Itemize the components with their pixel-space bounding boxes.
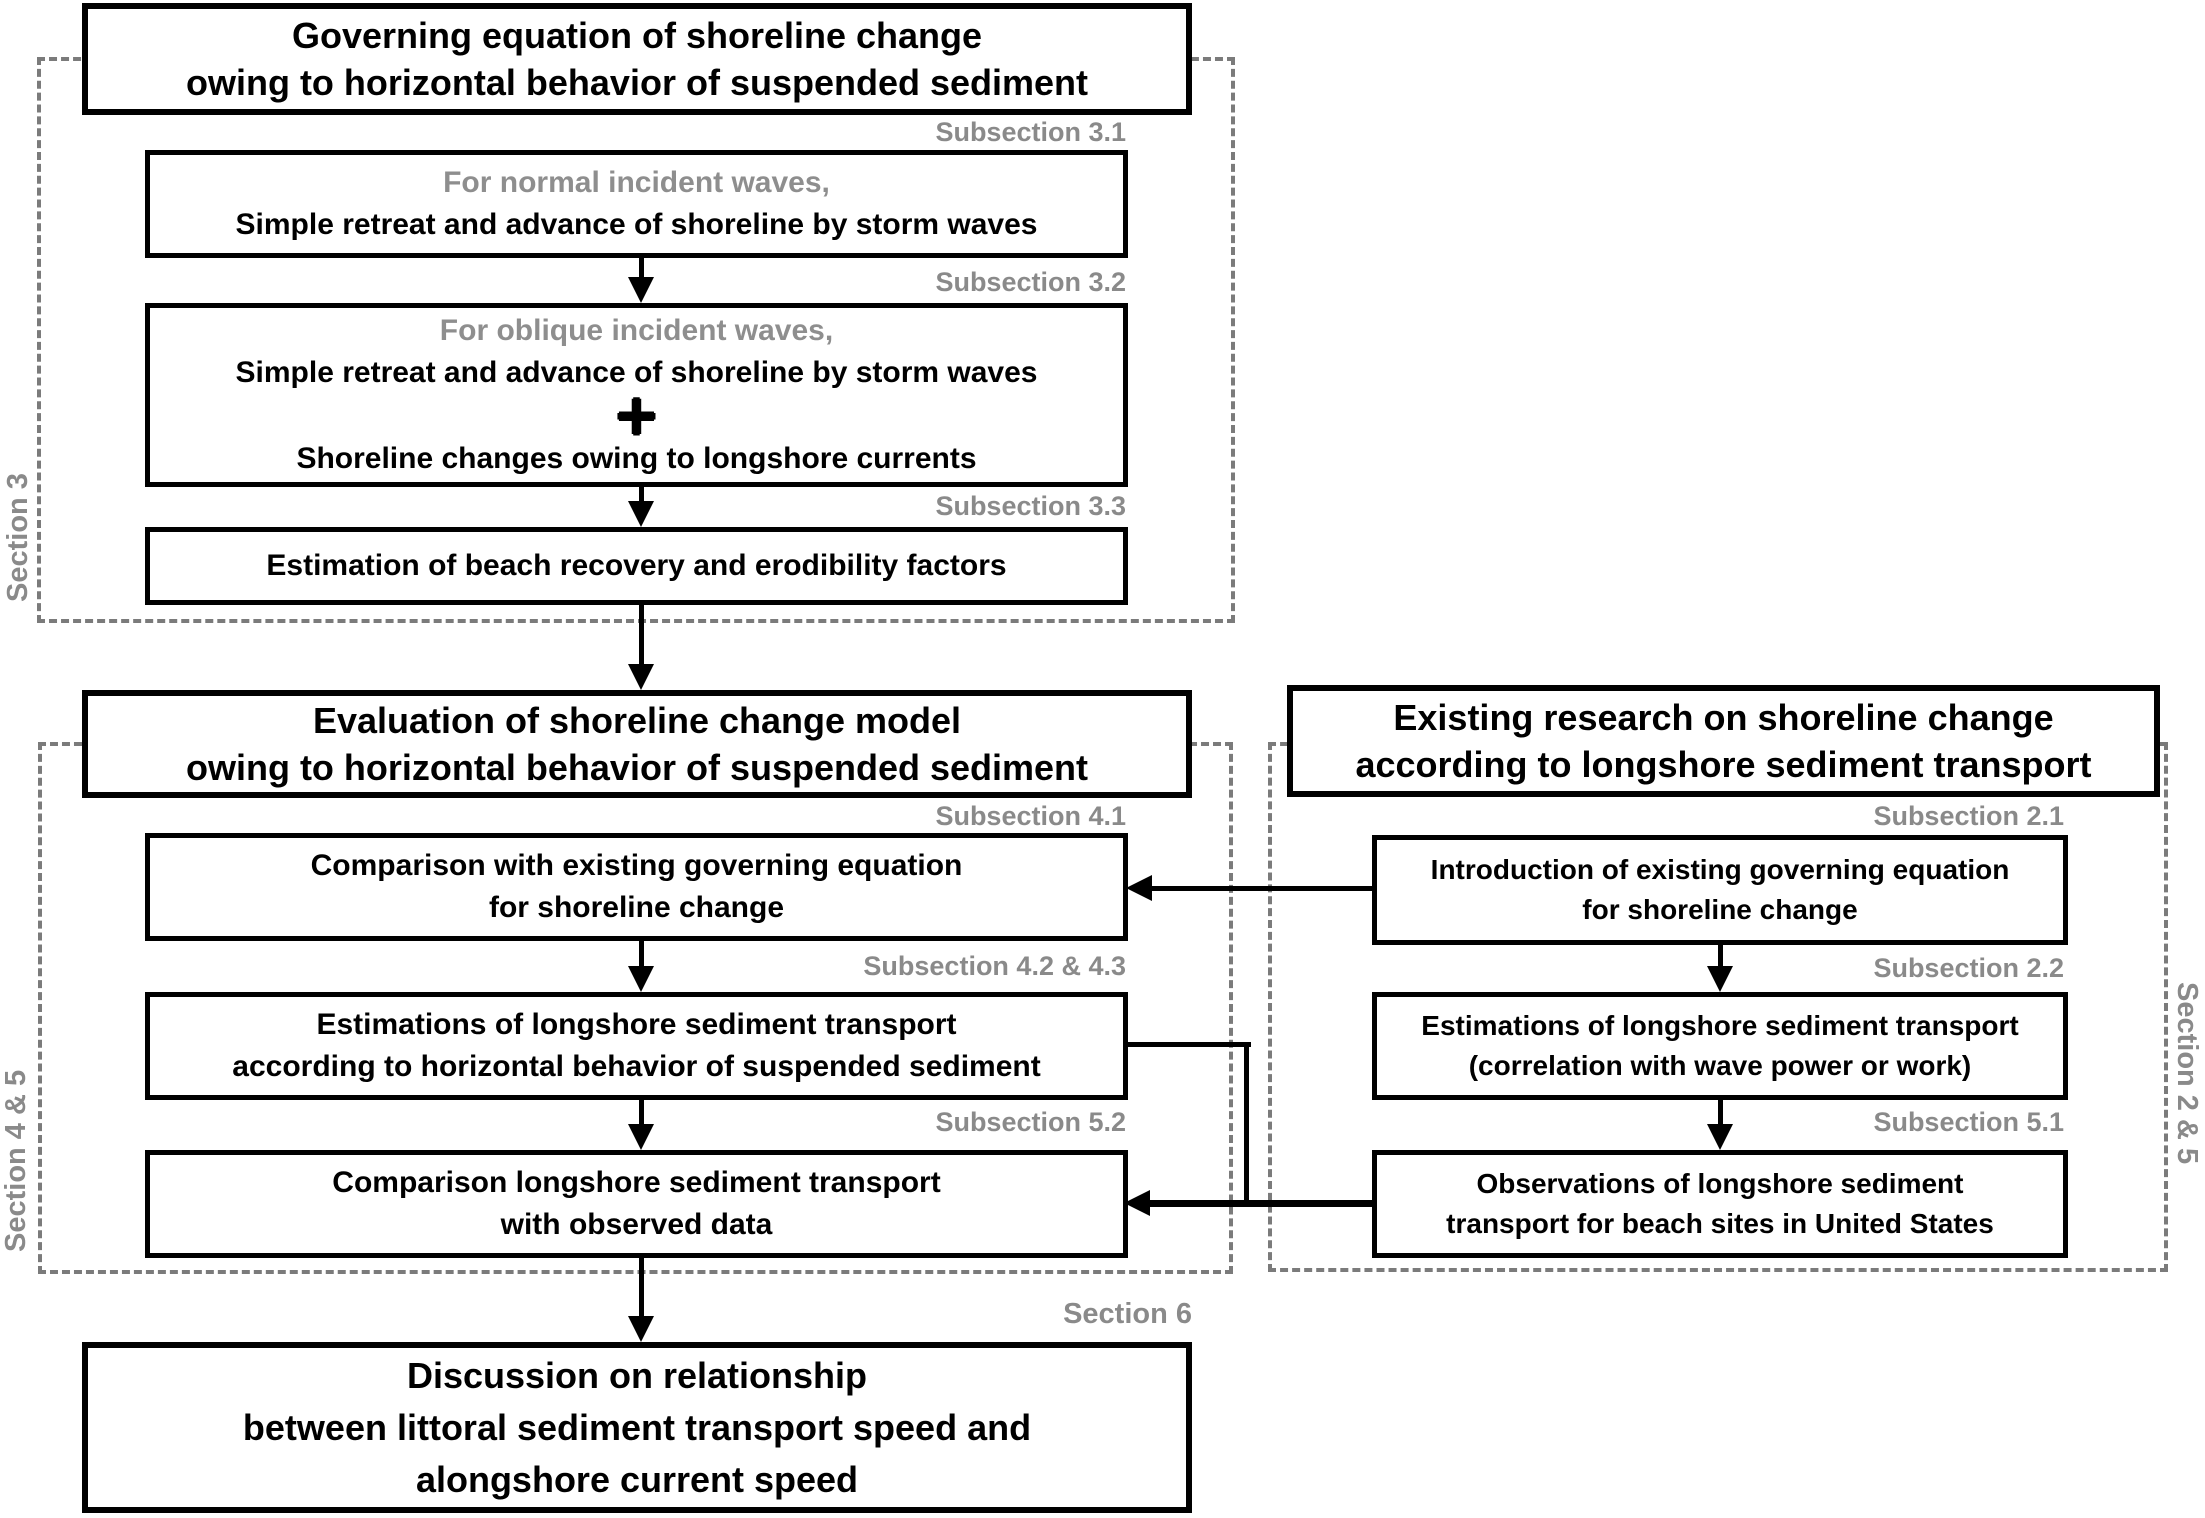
observations-line2: transport for beach sites in United Stat… [1446,1208,1994,1239]
section-2-5-label: Section 2 & 5 [2171,982,2203,1165]
oblique-incident-waves-line2: Shoreline changes owing to longshore cur… [296,442,977,475]
estimations-horizontal-line2: according to horizontal behavior of susp… [232,1050,1041,1083]
existing-research-line2: according to longshore sediment transpor… [1355,744,2092,785]
subsection-3-1-label: Subsection 3.1 [935,117,1126,147]
estimations-correlation-box: Estimations of longshore sediment transp… [1372,992,2068,1100]
comparison-observed-line1: Comparison longshore sediment transport [332,1166,941,1199]
evaluation-model-line1: Evaluation of shoreline change model [312,700,962,741]
introduction-existing-equation-box: Introduction of existing governing equat… [1372,835,2068,945]
arrow-line-3.2-to-3.3 [639,487,644,507]
discussion-line2: between littoral sediment transport spee… [242,1406,1032,1448]
arrowhead-4.2-to-5.2 [628,1124,654,1150]
introduction-existing-line2: for shoreline change [1582,894,1858,925]
arrowhead-4.1-to-4.2 [628,966,654,992]
arrowhead-2.2-to-5.1 [1707,1124,1733,1150]
comparison-observed-line2: with observed data [500,1208,773,1241]
subsection-5-2-label: Subsection 5.2 [935,1107,1126,1137]
section-3-label: Section 3 [2,473,34,602]
arrow-line-2.2-to-5.1 [1718,1100,1723,1126]
section-4-5-label: Section 4 & 5 [0,1069,32,1252]
beach-recovery-line1: Estimation of beach recovery and erodibi… [266,549,1007,582]
arrow-line-introduction-to-comparison [1150,886,1372,891]
subsection-3-2-label: Subsection 3.2 [935,267,1126,297]
governing-equation-box: Governing equation of shoreline change o… [82,3,1192,115]
estimations-correlation-line2: (correlation with wave power or work) [1468,1050,1972,1081]
estimations-horizontal-line1: Estimations of longshore sediment transp… [316,1008,957,1041]
arrow-line-4.2-to-5.2 [639,1100,644,1126]
arrowhead-observations-to-comparison [1124,1190,1150,1216]
section-6-label: Section 6 [1063,1298,1192,1330]
comparison-existing-line2: for shoreline change [488,891,785,924]
arrow-line-4.1-to-4.2 [639,941,644,969]
normal-incident-waves-line1: Simple retreat and advance of shoreline … [235,208,1038,241]
comparison-observed-data-box: Comparison longshore sediment transport … [145,1150,1128,1258]
existing-research-box: Existing research on shoreline change ac… [1287,685,2160,797]
discussion-line3: alongshore current speed [415,1458,859,1500]
arrowhead-section3-to-evaluation [628,664,654,690]
normal-incident-waves-note: For normal incident waves, [443,166,830,199]
subsection-3-3-label: Subsection 3.3 [935,491,1126,521]
connector-estimations-vertical-segment [1244,1042,1249,1207]
subsection-5-1-label: Subsection 5.1 [1873,1107,2064,1137]
oblique-incident-waves-note: For oblique incident waves, [439,314,834,347]
governing-equation-line2: owing to horizontal behavior of suspende… [185,62,1089,103]
observations-beach-sites-box: Observations of longshore sediment trans… [1372,1150,2068,1258]
arrow-line-3.1-to-3.2 [639,258,644,283]
existing-research-line1: Existing research on shoreline change [1393,697,2054,738]
governing-equation-line1: Governing equation of shoreline change [291,15,983,56]
beach-recovery-box: Estimation of beach recovery and erodibi… [145,527,1128,605]
comparison-existing-equation-box: Comparison with existing governing equat… [145,833,1128,941]
introduction-existing-line1: Introduction of existing governing equat… [1430,854,2010,885]
subsection-4-2-4-3-label: Subsection 4.2 & 4.3 [863,951,1126,981]
subsection-2-2-label: Subsection 2.2 [1873,953,2064,983]
arrow-line-section45-to-discussion [639,1258,644,1318]
connector-estimations-horizontal-segment [1128,1042,1251,1047]
observations-line1: Observations of longshore sediment [1476,1168,1964,1199]
normal-incident-waves-box: For normal incident waves, Simple retrea… [145,150,1128,258]
comparison-existing-line1: Comparison with existing governing equat… [310,849,963,882]
arrow-line-section3-to-evaluation [639,605,644,667]
plus-icon: + [613,383,660,448]
evaluation-model-box: Evaluation of shoreline change model owi… [82,690,1192,798]
arrow-line-observations-to-comparison [1150,1200,1372,1207]
arrowhead-section45-to-discussion [628,1316,654,1342]
subsection-4-1-label: Subsection 4.1 [935,801,1126,831]
estimations-correlation-line1: Estimations of longshore sediment transp… [1421,1010,2019,1041]
discussion-line1: Discussion on relationship [406,1354,868,1396]
estimations-horizontal-behavior-box: Estimations of longshore sediment transp… [145,992,1128,1100]
arrowhead-3.2-to-3.3 [628,501,654,527]
discussion-box: Discussion on relationship between litto… [82,1342,1192,1513]
evaluation-model-line2: owing to horizontal behavior of suspende… [185,747,1089,788]
arrowhead-2.1-to-2.2 [1707,966,1733,992]
subsection-2-1-label: Subsection 2.1 [1873,801,2064,831]
arrowhead-3.1-to-3.2 [628,277,654,303]
oblique-incident-waves-line1: Simple retreat and advance of shoreline … [235,356,1038,389]
arrow-line-2.1-to-2.2 [1718,945,1723,972]
oblique-incident-waves-box: For oblique incident waves, Simple retre… [145,303,1128,487]
arrowhead-introduction-to-comparison [1126,875,1152,901]
